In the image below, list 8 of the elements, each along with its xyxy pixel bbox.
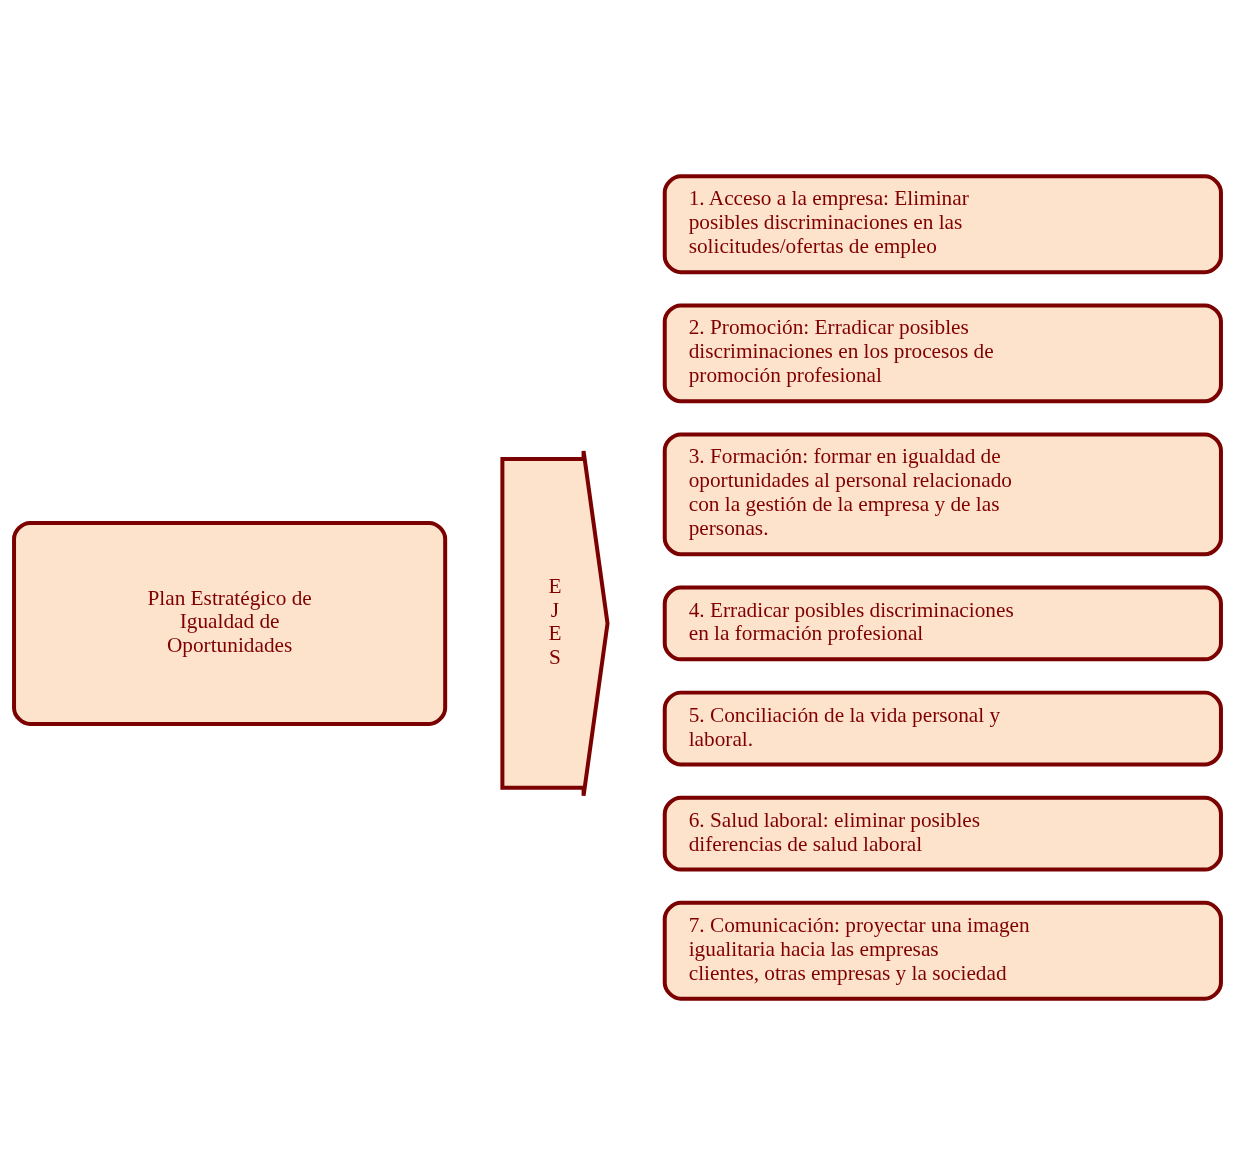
node-box: 3. Formación: formar en igualdad de oportunidades al personal relacionado con la gestión de la empresa y de las personas. — [662, 432, 1223, 557]
node-box: Plan Estratégico de Igualdad de Oportunidades — [12, 520, 448, 726]
node-box: 7. Comunicación: proyectar una imagen igualitaria hacia las empresas clientes, otras empresas y la sociedad — [662, 900, 1223, 1001]
node-box: 1. Acceso a la empresa: Eliminar posibles discriminaciones en las solicitudes/ofertas de empleo — [662, 174, 1223, 275]
node-box: 2. Promoción: Erradicar posibles discriminaciones en los procesos de promoción profesional — [662, 303, 1223, 404]
node-box: 6. Salud laboral: eliminar posibles diferencias de salud laboral — [662, 795, 1223, 872]
node-box: 5. Conciliación de la vida personal y laboral. — [662, 690, 1223, 767]
node-box: 4. Erradicar posibles discriminaciones en la formación profesional — [662, 585, 1223, 662]
